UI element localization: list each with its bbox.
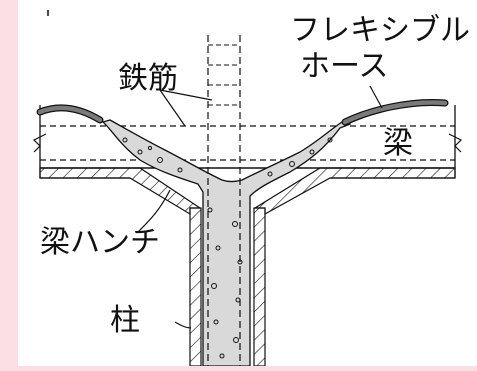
rebar-leader-1: [159, 89, 186, 127]
concrete-body: [101, 119, 352, 367]
label-beam: 梁: [383, 126, 413, 161]
right-hose: [342, 100, 448, 125]
label-flexible-hose-line2: ホース: [300, 49, 389, 84]
label-flexible-hose-line1: フレキシブル: [290, 13, 470, 48]
column-leader: [174, 321, 192, 329]
label-beam-haunch: 梁ハンチ: [40, 225, 160, 260]
haunch-leader: [137, 189, 171, 233]
hose-leader: [369, 85, 383, 109]
left-hose: [37, 105, 103, 123]
right-break-mark: [448, 133, 463, 153]
concrete-flow: [101, 119, 352, 367]
column-right-wall: [253, 207, 266, 367]
label-column: 柱: [110, 303, 140, 338]
label-rebar: 鉄筋: [118, 61, 178, 96]
aggregate-dots: [122, 137, 333, 359]
flexible-hoses: [36, 98, 449, 126]
leader-lines: [137, 85, 383, 329]
column-left-wall: [189, 207, 202, 367]
rebar-leader-2: [159, 89, 213, 101]
left-break-mark: [32, 133, 47, 153]
column-rebar-cage: [207, 35, 241, 366]
